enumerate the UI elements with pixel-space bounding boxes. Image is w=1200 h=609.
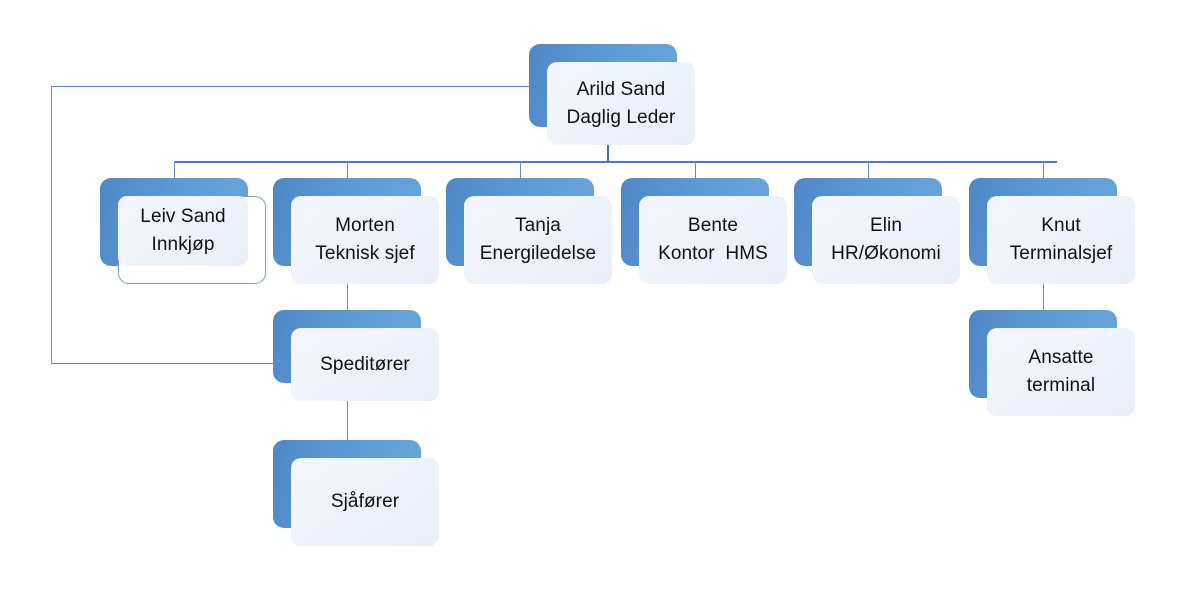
node-fill [118, 196, 248, 266]
edge-arild-speditorer-left-segment [51, 86, 52, 364]
edge-drop-tanja [520, 161, 521, 180]
node-leiv-sand[interactable]: Leiv Sand Innkjøp [100, 178, 266, 284]
edge-drop-elin [868, 161, 869, 180]
edge-morten-speditorer [347, 284, 348, 312]
node-fill [639, 196, 787, 284]
edge-distribution-bar [174, 161, 1057, 163]
node-fill [812, 196, 960, 284]
node-fill [291, 196, 439, 284]
node-morten[interactable]: Morten Teknisk sjef [273, 178, 439, 284]
node-tanja[interactable]: Tanja Energiledelse [446, 178, 612, 284]
node-bente[interactable]: Bente Kontor HMS [621, 178, 787, 284]
edge-drop-leiv [174, 161, 175, 180]
node-fill [291, 458, 439, 546]
edge-drop-morten [347, 161, 348, 180]
edge-drop-knut [1043, 161, 1044, 180]
edge-arild-speditorer-top-segment [51, 86, 547, 87]
node-knut[interactable]: Knut Terminalsjef [969, 178, 1135, 284]
edge-drop-bente [695, 161, 696, 180]
edge-speditorer-sjaforer [347, 401, 348, 442]
node-fill [291, 328, 439, 401]
node-fill [547, 62, 695, 145]
node-elin[interactable]: Elin HR/Økonomi [794, 178, 960, 284]
node-fill [464, 196, 612, 284]
node-fill [987, 196, 1135, 284]
node-arild-sand[interactable]: Arild Sand Daglig Leder [529, 44, 695, 145]
node-sjaforer[interactable]: Sjåfører [273, 440, 439, 546]
node-speditorer[interactable]: Speditører [273, 310, 439, 401]
edge-knut-ansatte [1043, 284, 1044, 312]
edge-arild-speditorer-bottom-segment [51, 363, 279, 364]
edge-arild-stem [607, 145, 609, 162]
node-ansatte-terminal[interactable]: Ansatte terminal [969, 310, 1135, 416]
node-fill [987, 328, 1135, 416]
